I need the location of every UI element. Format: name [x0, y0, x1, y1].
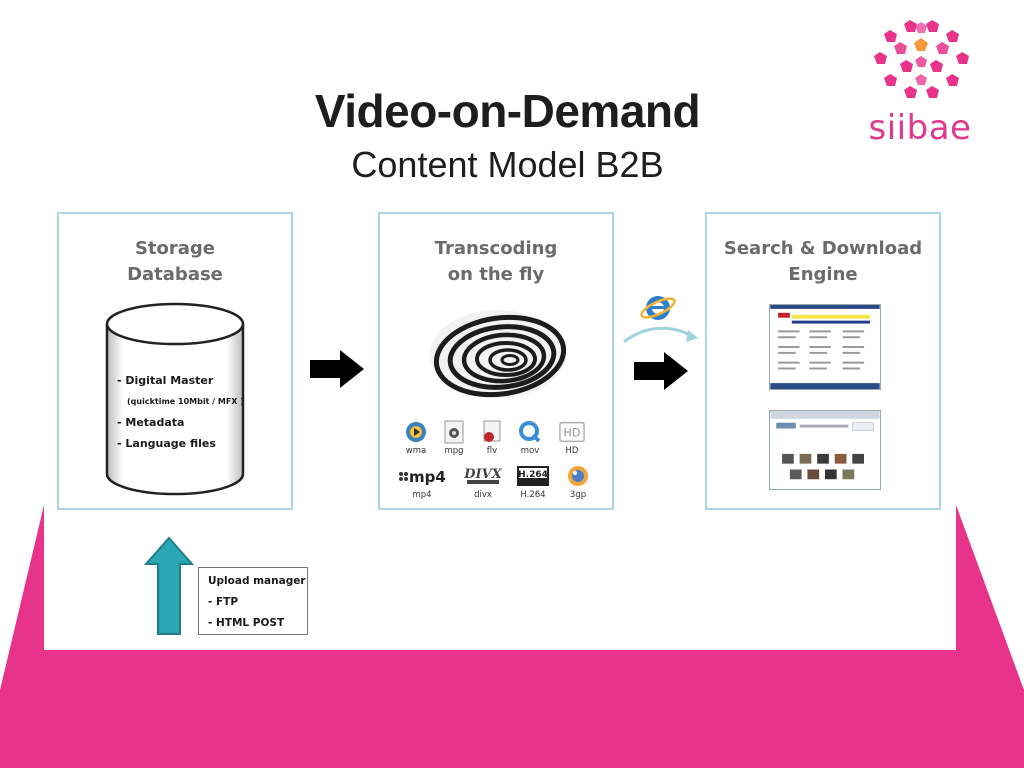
storage-title: Storage Database: [127, 238, 223, 285]
svg-text:DIVX: DIVX: [463, 467, 502, 482]
wma-icon: [403, 420, 429, 444]
screenshot-thumbnail: [769, 410, 881, 490]
format-mpg: mpg: [432, 420, 476, 456]
search-title: Search & Download Engine: [723, 238, 923, 285]
siibae-logo-icon: [874, 20, 969, 98]
transcoding-title: Transcoding on the fly: [434, 238, 558, 285]
transcoding-box: Transcoding on the fly wma mpg flv: [378, 212, 614, 510]
svg-text:mp4: mp4: [409, 468, 446, 486]
mpg-icon: [441, 420, 467, 444]
svg-text:H.264: H.264: [518, 470, 548, 480]
page-subtitle: Content Model B2B: [351, 144, 664, 185]
list-item: - Digital Master: [117, 374, 214, 387]
storage-database-box: Storage Database - Digital Master (quick…: [57, 212, 293, 510]
format-hd: HD HD: [550, 420, 594, 456]
format-mov: mov: [508, 420, 552, 456]
page-title: Video-on-Demand: [314, 85, 701, 137]
format-divx: DIVX divx: [458, 464, 508, 500]
quicktime-icon: [517, 420, 543, 444]
divx-icon: DIVX: [459, 464, 507, 488]
right-arrow-icon: [310, 350, 364, 388]
3gp-icon: [565, 464, 591, 488]
format-h264: H.264 H.264: [511, 464, 555, 500]
list-item: (quicktime 10Mbit / MFX ): [127, 397, 244, 406]
internet-explorer-icon: [623, 296, 698, 344]
logo-text: siibae: [868, 108, 972, 148]
svg-text:HD: HD: [564, 427, 581, 440]
right-arrow-icon: [634, 352, 688, 390]
format-flv: flv: [470, 420, 514, 456]
list-item: - FTP: [208, 596, 239, 608]
format-3gp: 3gp: [556, 464, 600, 500]
upload-title: Upload manager: [208, 575, 306, 587]
screenshot-thumbnail: [769, 304, 881, 390]
list-item: - Metadata: [117, 416, 185, 429]
storage-items-list: - Digital Master (quicktime 10Mbit / MFX…: [117, 370, 251, 454]
upload-arrow-icon: [144, 536, 194, 635]
list-item: - HTML POST: [208, 617, 285, 629]
h264-icon: H.264: [515, 464, 551, 488]
list-item: - Language files: [117, 437, 216, 450]
format-mp4: mp4 mp4: [398, 464, 446, 500]
search-download-box: Search & Download Engine: [705, 212, 941, 510]
database-cylinder-icon: [105, 302, 245, 496]
upload-manager-box: Upload manager - FTP - HTML POST: [198, 567, 308, 635]
format-wma: wma: [394, 420, 438, 456]
mp4-icon: mp4: [398, 464, 446, 488]
flv-icon: [479, 420, 505, 444]
hd-icon: HD: [559, 420, 585, 444]
swirl-icon: [430, 302, 568, 398]
